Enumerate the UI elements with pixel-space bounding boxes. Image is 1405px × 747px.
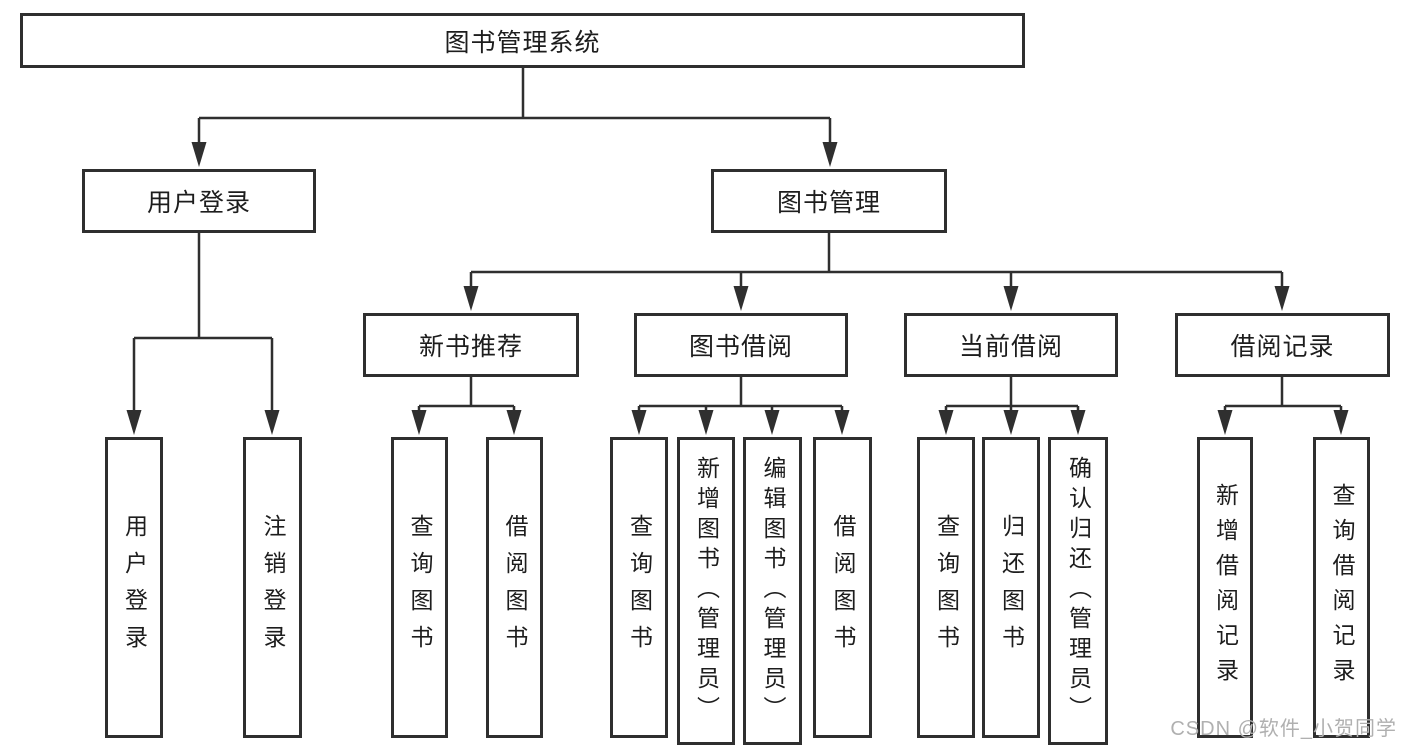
leaf-bb-add-books-admin: 新增图书（管理员） xyxy=(677,437,735,745)
node-label: 图书借阅 xyxy=(688,333,793,361)
leaf-bb-edit-books-admin: 编辑图书（管理员） xyxy=(743,437,802,745)
leaf-label: 借阅图书 xyxy=(830,513,856,662)
leaf-label: 新增借阅记录 xyxy=(1212,482,1239,693)
watermark: CSDN @软件_小贺同学 xyxy=(1170,718,1397,740)
leaf-label: 查询图书 xyxy=(933,513,960,662)
node-label: 用户登录 xyxy=(146,189,251,217)
leaf-label: 查询借阅记录 xyxy=(1329,482,1355,693)
leaf-label: 注销登录 xyxy=(260,513,286,662)
leaf-cb-confirm-return-admin: 确认归还（管理员） xyxy=(1048,437,1108,745)
leaf-label: 用户登录 xyxy=(121,513,148,662)
node-current-borrowing: 当前借阅 xyxy=(904,313,1118,377)
node-label: 图书管理系统 xyxy=(444,28,601,57)
leaf-bb-query-books: 查询图书 xyxy=(610,437,668,738)
leaf-nb-borrow-books: 借阅图书 xyxy=(486,437,543,738)
leaf-nb-query-books: 查询图书 xyxy=(391,437,448,738)
node-library-management-system: 图书管理系统 xyxy=(20,13,1025,68)
node-label: 借阅记录 xyxy=(1230,333,1335,361)
node-label: 图书管理 xyxy=(776,189,881,217)
node-label: 当前借阅 xyxy=(958,333,1063,361)
node-new-book-recommend: 新书推荐 xyxy=(363,313,579,377)
leaf-br-new-record: 新增借阅记录 xyxy=(1197,437,1253,738)
leaf-label: 借阅图书 xyxy=(502,513,528,662)
leaf-br-query-record: 查询借阅记录 xyxy=(1313,437,1370,738)
node-user-login: 用户登录 xyxy=(82,169,316,233)
leaf-cb-return-books: 归还图书 xyxy=(982,437,1040,738)
node-borrowing-records: 借阅记录 xyxy=(1175,313,1390,377)
leaf-label: 确认归还（管理员） xyxy=(1065,456,1092,726)
leaf-bb-borrow-books: 借阅图书 xyxy=(813,437,872,738)
leaf-user-login: 用户登录 xyxy=(105,437,163,738)
leaf-label: 编辑图书（管理员） xyxy=(760,456,786,726)
leaf-cb-query-books: 查询图书 xyxy=(917,437,975,738)
leaf-label: 查询图书 xyxy=(407,513,433,662)
node-label: 新书推荐 xyxy=(418,333,523,361)
leaf-label: 归还图书 xyxy=(998,513,1025,662)
node-book-management: 图书管理 xyxy=(711,169,947,233)
leaf-label: 查询图书 xyxy=(626,513,653,662)
leaf-label: 新增图书（管理员） xyxy=(693,456,720,726)
leaf-logout-login: 注销登录 xyxy=(243,437,302,738)
node-book-borrowing: 图书借阅 xyxy=(634,313,848,377)
